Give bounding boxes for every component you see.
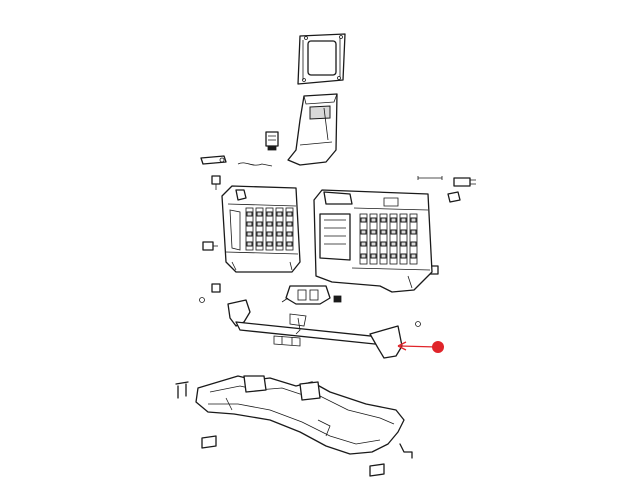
bolt-mid-left[interactable] [202,241,218,251]
armrest-body[interactable] [287,93,338,166]
retaining-pin[interactable] [417,176,443,180]
seat-back-frame-left[interactable] [221,185,301,273]
center-hinge-bracket[interactable] [281,285,331,305]
cushion-foot-left[interactable] [201,435,217,449]
callout-leader [397,341,438,351]
pivot-bushing[interactable] [453,177,476,187]
washer[interactable] [415,321,421,327]
seat-cushion-frame[interactable] [195,375,405,455]
bracket-nut[interactable] [333,295,342,303]
bolt-head-left[interactable] [199,297,205,303]
cushion-hook-right[interactable] [399,443,413,459]
latch-strap[interactable] [200,155,227,165]
cushion-foot-right[interactable] [369,463,385,477]
cushion-hook-left[interactable] [175,381,189,399]
bolt-upper-center[interactable] [211,283,221,293]
seat-back-frame-right[interactable] [313,189,433,293]
bolt-upper-left[interactable] [211,175,221,190]
release-cable [237,162,273,167]
callout-marker-dot[interactable] [432,341,444,353]
seat-back-frame-crossbar[interactable] [227,299,403,359]
hinge-clip[interactable] [265,131,279,151]
retaining-clip-right[interactable] [447,191,461,203]
armrest-cover-panel[interactable] [297,33,346,85]
